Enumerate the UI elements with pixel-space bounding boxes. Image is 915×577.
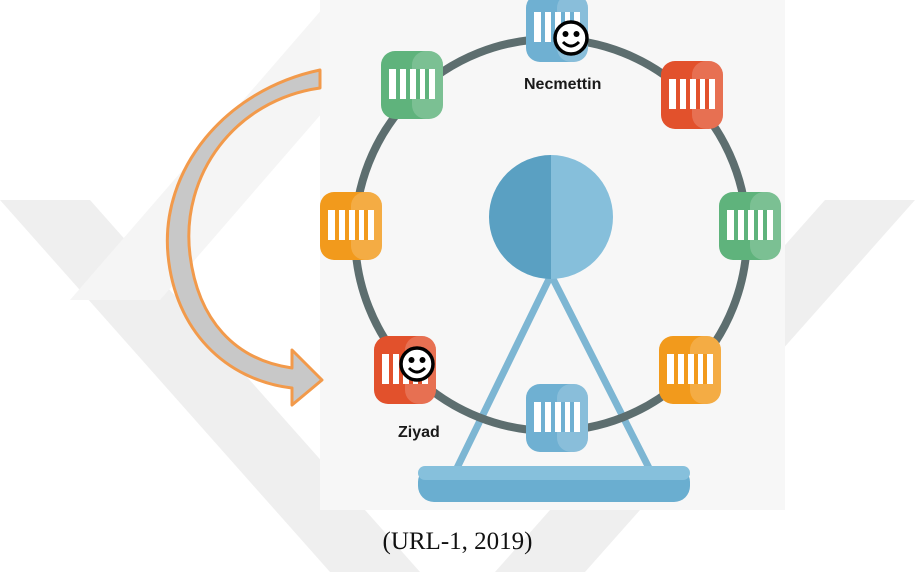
wheel-hub: [489, 155, 613, 279]
smiley-icon: [553, 20, 589, 56]
wheel-support: [452, 271, 654, 474]
gondola: [661, 61, 723, 129]
gondola: [526, 384, 588, 452]
gondola: [659, 336, 721, 404]
rider-label-ziyad: Ziyad: [398, 424, 440, 441]
rider-label-necmettin: Necmettin: [524, 76, 602, 93]
figure-caption: (URL-1, 2019): [382, 528, 533, 555]
gondola: [381, 51, 443, 119]
gondola: [719, 192, 781, 260]
smiley-icon: [399, 346, 435, 382]
rotation-arrow: [165, 68, 324, 407]
gondola: [320, 192, 382, 260]
